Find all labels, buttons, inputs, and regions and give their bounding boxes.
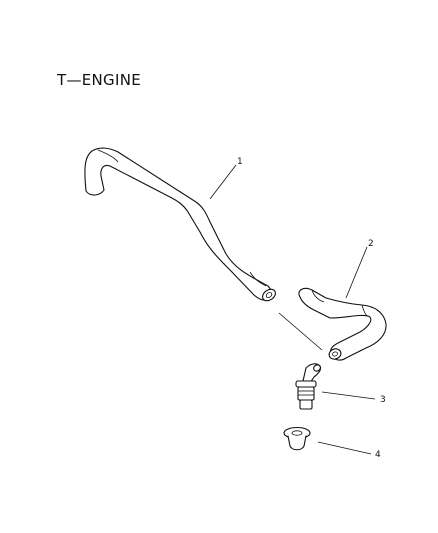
callout-2: 2 <box>368 239 374 249</box>
hose-lower <box>298 287 387 361</box>
assembly-line-1 <box>278 312 323 351</box>
callout-1: 1 <box>237 157 243 167</box>
callout-4: 4 <box>375 450 381 460</box>
leader-line-1 <box>209 164 237 200</box>
grommet <box>283 426 311 451</box>
leader-line-4 <box>317 441 372 455</box>
diagram-title: T—ENGINE <box>57 71 142 89</box>
leader-line-2 <box>345 246 368 299</box>
hose-upper <box>84 147 276 302</box>
callout-3: 3 <box>380 395 386 405</box>
pcv-valve <box>295 363 322 410</box>
leader-line-3 <box>321 391 376 400</box>
